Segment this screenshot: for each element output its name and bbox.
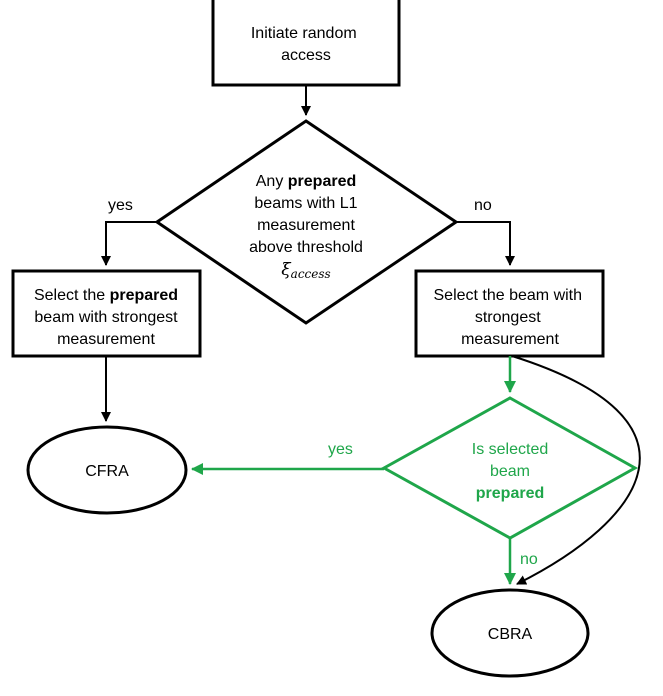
select-beam-line1: Select the beam with	[434, 287, 583, 304]
decision2-line2: beam	[490, 463, 530, 480]
decision2-no-label: no	[520, 551, 538, 568]
decision1-threshold-symbol: ξaccess	[281, 260, 330, 281]
select-beam-line2: strongest	[475, 309, 541, 326]
svg-text:Select the beam with stron: Select the beam with strongest measureme…	[434, 287, 587, 348]
decision2-yes-label: yes	[328, 441, 353, 458]
initiate-line2: access	[281, 47, 331, 64]
decision1-line3: measurement	[257, 217, 355, 234]
decision1-line1: Any prepared	[256, 173, 356, 190]
select-beam-box	[414, 269, 605, 358]
edge-select-beam-to-cbra-curve	[511, 355, 641, 585]
select-beam-line3: measurement	[461, 331, 559, 348]
edge-decision1-yes	[101, 221, 157, 266]
initiate-box	[211, 0, 401, 87]
select-prepared-line1: Select the prepared	[34, 287, 178, 304]
initiate-line1: Initiate random	[251, 25, 357, 42]
cfra-ellipse	[26, 425, 188, 515]
decision1-no-label: no	[474, 197, 492, 214]
decision1-diamond	[154, 119, 459, 325]
decision1-line4: above threshold	[249, 239, 363, 256]
cbra-label: CBRA	[488, 626, 533, 643]
cbra-ellipse	[430, 588, 590, 678]
cfra-label: CFRA	[85, 463, 129, 480]
select-prepared-line2: beam with strongest	[34, 309, 178, 326]
edge-decision1-no	[456, 221, 515, 266]
svg-text:Initiate random access: Initiate random access	[251, 25, 361, 64]
decision1-line2: beams with L1	[254, 195, 357, 212]
decision1-yes-label: yes	[108, 197, 133, 214]
decision2-line3: prepared	[476, 485, 544, 502]
decision2-line1: Is selected	[472, 441, 548, 458]
select-prepared-box	[11, 269, 202, 358]
select-prepared-line3: measurement	[57, 331, 155, 348]
